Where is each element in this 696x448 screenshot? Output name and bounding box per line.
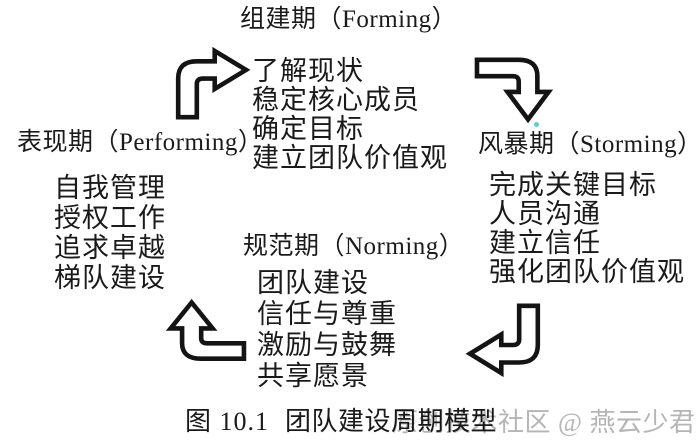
list-item: 激励与鼓舞 xyxy=(257,330,397,360)
list-item: 完成关键目标 xyxy=(489,170,657,200)
list-item: 人员沟通 xyxy=(489,199,601,229)
stage-title-norming: 规范期（Norming） xyxy=(243,233,465,260)
list-item: 授权工作 xyxy=(54,203,166,233)
stage-title-performing: 表现期（Performing） xyxy=(17,129,264,156)
list-item: 强化团队价值观 xyxy=(489,257,685,287)
watermark-text: 原创技术社区 @ 燕云少君 xyxy=(392,408,696,437)
stage-title-storming: 风暴期（Storming） xyxy=(478,131,696,158)
stage-title-forming: 组建期（Forming） xyxy=(240,6,458,33)
list-item: 确定目标 xyxy=(252,114,364,144)
stage-list-storming: 完成关键目标 人员沟通 建立信任 强化团队价值观 xyxy=(489,171,685,287)
figure-title: 团队建设周期模型 xyxy=(285,407,498,436)
list-item: 团队建设 xyxy=(257,268,369,298)
arrow-storming-to-norming-icon xyxy=(467,303,549,380)
list-item: 梯队建设 xyxy=(54,263,166,293)
arrow-norming-to-performing-icon xyxy=(163,300,247,368)
figure-caption: 图 10.1 团队建设周期模型 xyxy=(185,406,497,438)
speck-artifact xyxy=(534,122,539,127)
figure-label: 图 10.1 xyxy=(185,407,270,436)
stage-list-performing: 自我管理 授权工作 追求卓越 梯队建设 xyxy=(54,173,166,293)
list-item: 建立团队价值观 xyxy=(252,143,448,173)
list-item: 稳定核心成员 xyxy=(252,85,420,115)
list-item: 建立信任 xyxy=(489,228,601,258)
list-item: 自我管理 xyxy=(54,173,166,203)
stage-list-forming: 了解现状 稳定核心成员 确定目标 建立团队价值观 xyxy=(252,57,448,173)
arrow-performing-to-forming-icon xyxy=(167,44,249,120)
list-item: 追求卓越 xyxy=(54,233,166,263)
list-item: 共享愿景 xyxy=(257,361,369,391)
list-item: 了解现状 xyxy=(252,56,364,86)
list-item: 信任与尊重 xyxy=(257,299,397,329)
stage-list-norming: 团队建设 信任与尊重 激励与鼓舞 共享愿景 xyxy=(257,268,397,392)
arrow-forming-to-storming-icon xyxy=(474,50,556,122)
